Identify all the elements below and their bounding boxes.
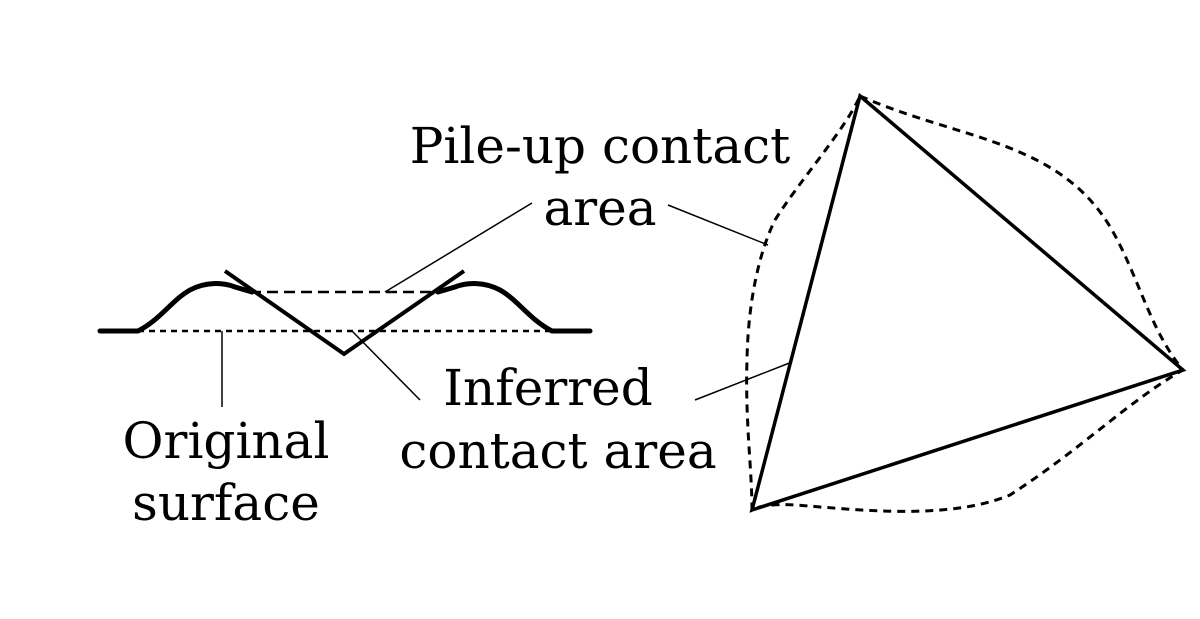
leader-lines	[221, 202, 793, 407]
inferred-label-line1: Inferred	[443, 359, 652, 417]
pileup-label-line2: area	[543, 179, 656, 237]
labels: Pile-up contact area Inferred contact ar…	[123, 117, 791, 532]
inferred-contact-triangle	[749, 92, 1187, 513]
indenter-profile	[223, 269, 466, 357]
pileup-label-line1: Pile-up contact	[410, 117, 791, 175]
inferred-label-line2: contact area	[399, 422, 716, 480]
pileup-leader-right	[667, 204, 769, 246]
inferred-leader-left	[351, 330, 421, 401]
deformed-surface-profile	[97, 281, 593, 334]
cross-section-view	[97, 269, 593, 357]
pileup-contact-boundary	[745, 94, 1186, 513]
inferred-leader-right	[694, 361, 793, 401]
plan-view	[745, 92, 1187, 513]
original-label-line2: surface	[132, 474, 320, 532]
pileup-leader-left	[384, 202, 533, 293]
original-label-line1: Original	[123, 412, 330, 470]
